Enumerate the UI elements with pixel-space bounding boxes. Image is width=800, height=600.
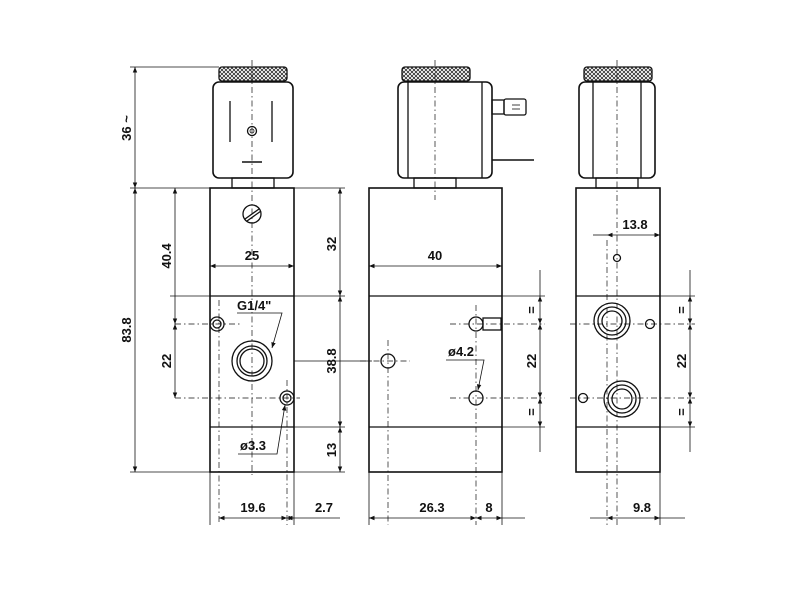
- dim-body-width-left: 25: [245, 248, 259, 263]
- dim-port-spacing-mid: 22: [524, 354, 539, 368]
- dim-right-bottom: 9.8: [633, 500, 651, 515]
- knurled-nut-right: [583, 66, 653, 82]
- dim-port-spacing-right: 22: [674, 354, 689, 368]
- coil-mid: [397, 81, 493, 179]
- dim-bottom-section: 13: [324, 443, 339, 457]
- knurled-nut-mid: [401, 66, 471, 82]
- dim-port-spacing-left: 22: [159, 354, 174, 368]
- valve-body-right: [575, 187, 661, 473]
- dim-left-bottom-a: 19.6: [240, 500, 265, 515]
- label-mount-hole-large: ø4.2: [448, 344, 474, 359]
- dim-equal-right-top: =: [674, 306, 689, 314]
- middle-view: 40 ø4.2 = 22 = 26.3 8: [360, 60, 545, 525]
- left-view: 36 ~ 83.8 40.4 22 25 32 38.8 13 G1/4" ø3…: [119, 60, 372, 525]
- dim-port-offset: 38.8: [324, 348, 339, 373]
- right-view: 13.8 = 22 = 9.8: [570, 60, 695, 525]
- dim-coil-height: 36 ~: [119, 115, 134, 141]
- label-mount-hole-small: ø3.3: [240, 438, 266, 453]
- dim-total-height: 83.8: [119, 317, 134, 342]
- dim-right-top: 13.8: [622, 217, 647, 232]
- dim-body-width-mid: 40: [428, 248, 442, 263]
- coil-left: [212, 81, 294, 179]
- valve-body-mid: [368, 187, 503, 473]
- dim-equal-mid-bottom: =: [524, 408, 539, 416]
- dim-upper-height: 40.4: [159, 243, 174, 269]
- valve-body-left: [209, 187, 295, 473]
- dim-equal-mid-top: =: [524, 306, 539, 314]
- knurled-nut-left: [218, 66, 288, 82]
- dim-mid-bottom-b: 8: [485, 500, 492, 515]
- dim-equal-right-bottom: =: [674, 408, 689, 416]
- label-port-thread: G1/4": [237, 298, 271, 313]
- dim-left-bottom-b: 2.7: [315, 500, 333, 515]
- dim-mid-bottom-a: 26.3: [419, 500, 444, 515]
- dim-upper-section: 32: [324, 237, 339, 251]
